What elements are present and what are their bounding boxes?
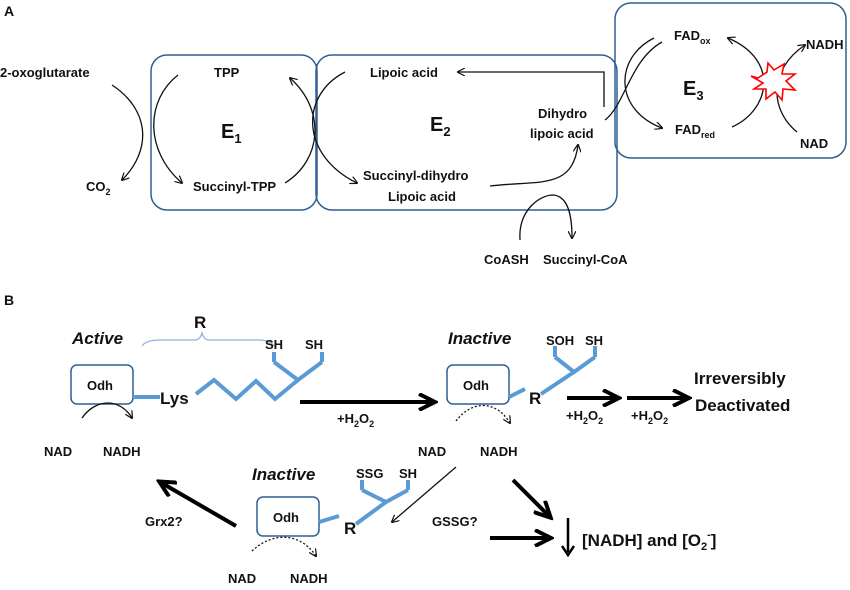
ssg-fork bbox=[361, 488, 409, 505]
gssg-label: GSSG? bbox=[432, 514, 478, 529]
e2-label: E2 bbox=[430, 114, 451, 139]
nadh-label-a: NADH bbox=[806, 37, 844, 52]
e1-box bbox=[150, 54, 318, 211]
r-brace bbox=[141, 330, 275, 347]
deactivated-label: Deactivated bbox=[695, 396, 790, 415]
e3-box bbox=[614, 2, 847, 159]
coash-to-succinyl-coa-arrow bbox=[519, 194, 572, 241]
grx2-label: Grx2? bbox=[145, 514, 183, 529]
succinyl-tpp-label: Succinyl-TPP bbox=[193, 179, 276, 194]
coash-label: CoASH bbox=[484, 252, 529, 267]
inactive-label-2: Inactive bbox=[252, 465, 315, 484]
nad-label-active: NAD bbox=[44, 444, 72, 459]
sh-label-2: SH bbox=[305, 337, 323, 352]
nad-label-inactive-2: NAD bbox=[228, 571, 256, 586]
e2-box bbox=[315, 54, 618, 211]
e2-e3-cross-arrow bbox=[604, 41, 663, 121]
odh-label-inactive-2: Odh bbox=[273, 510, 299, 525]
active-nad-arrow bbox=[81, 402, 132, 418]
r-link-2 bbox=[318, 514, 340, 524]
odh-label-inactive-1: Odh bbox=[463, 378, 489, 393]
soh-fork bbox=[553, 355, 597, 375]
ros-burst-icon bbox=[750, 61, 798, 102]
r-chain-2 bbox=[354, 500, 388, 526]
panel-a: A 2-oxoglutarate CO2 TPP E1 Succinyl-TPP… bbox=[0, 2, 847, 267]
lys-label: Lys bbox=[160, 389, 189, 408]
grx2-reversal-arrow bbox=[160, 482, 238, 528]
panel-a-label: A bbox=[4, 3, 14, 19]
soh-stubs bbox=[553, 346, 597, 357]
fad-ox-label: FADox bbox=[674, 28, 711, 46]
tpp-to-succinyl-tpp-arrow bbox=[153, 74, 182, 183]
decrease-arrow-icon bbox=[560, 545, 576, 558]
panel-b: B Active R Odh Lys SH SH NAD NADH +H2O2 … bbox=[4, 292, 790, 586]
lipoic-to-succinyl-arrow bbox=[312, 71, 357, 183]
result-label: [NADH] and [O2-] bbox=[582, 529, 716, 553]
inactive-label-1: Inactive bbox=[448, 329, 511, 348]
nad-label-inactive-1: NAD bbox=[418, 444, 446, 459]
irreversibly-label: Irreversibly bbox=[694, 369, 786, 388]
ssg-stubs bbox=[360, 480, 410, 490]
h2o2-label-3: +H2O2 bbox=[631, 408, 668, 426]
odh-box-inactive-2 bbox=[256, 496, 320, 537]
dihydro-label: Dihydro bbox=[538, 106, 587, 121]
lipoyl-stubs bbox=[272, 352, 324, 362]
fadred-to-fadox-arrow bbox=[728, 38, 765, 128]
succinyl-coa-label: Succinyl-CoA bbox=[543, 252, 628, 267]
succinyl-dihydro-label: Succinyl-dihydro bbox=[363, 168, 469, 183]
nadh-label-inactive-1: NADH bbox=[480, 444, 518, 459]
nad-label-a: NAD bbox=[800, 136, 828, 151]
tpp-label: TPP bbox=[214, 65, 240, 80]
r-brace-label: R bbox=[194, 313, 206, 332]
r-label-2: R bbox=[344, 519, 356, 538]
lipoic-acid-label: Lipoic acid bbox=[370, 65, 438, 80]
oxoglutarate-label: 2-oxoglutarate bbox=[0, 65, 90, 80]
lipoyl-chain bbox=[194, 377, 300, 402]
r-chain-1 bbox=[539, 370, 576, 396]
dihydro-to-fadred-arrow bbox=[624, 37, 662, 128]
active-label: Active bbox=[71, 329, 123, 348]
r-label-1: R bbox=[529, 389, 541, 408]
odh-label-active: Odh bbox=[87, 378, 113, 393]
glutathionylation-arrow bbox=[392, 466, 457, 522]
soh-label: SOH bbox=[546, 333, 574, 348]
co2-label: CO2 bbox=[86, 179, 111, 197]
oxoglutarate-to-co2-arrow bbox=[111, 84, 144, 180]
result-arrow-1 bbox=[511, 478, 550, 517]
h2o2-label-1: +H2O2 bbox=[337, 411, 374, 429]
sh-label-1: SH bbox=[265, 337, 283, 352]
h2o2-label-2: +H2O2 bbox=[566, 408, 603, 426]
sh-label-4: SH bbox=[399, 466, 417, 481]
sh-label-3: SH bbox=[585, 333, 603, 348]
lipoyl-fork bbox=[272, 360, 324, 383]
nadh-label-inactive-2: NADH bbox=[290, 571, 328, 586]
odh-box-inactive-1 bbox=[446, 364, 510, 405]
panel-b-label: B bbox=[4, 292, 14, 308]
r-link-1 bbox=[508, 387, 526, 399]
succinyl-dihydro-lipoic-label: Lipoic acid bbox=[388, 189, 456, 204]
succinyl-tpp-to-tpp-arrow bbox=[284, 78, 316, 184]
dihydro-lipoic-label: lipoic acid bbox=[530, 126, 594, 141]
e1-label: E1 bbox=[221, 121, 242, 146]
dihydro-to-lipoic-arrow bbox=[458, 72, 605, 107]
ssg-label: SSG bbox=[356, 466, 383, 481]
nadh-label-active: NADH bbox=[103, 444, 141, 459]
succinyl-dihydro-to-dihydro-arrow bbox=[489, 145, 578, 187]
inactive-nad-arrow-1 bbox=[455, 404, 510, 423]
fad-red-label: FADred bbox=[675, 122, 715, 140]
inactive-nad-arrow-2 bbox=[251, 536, 316, 556]
e3-label: E3 bbox=[683, 78, 704, 103]
